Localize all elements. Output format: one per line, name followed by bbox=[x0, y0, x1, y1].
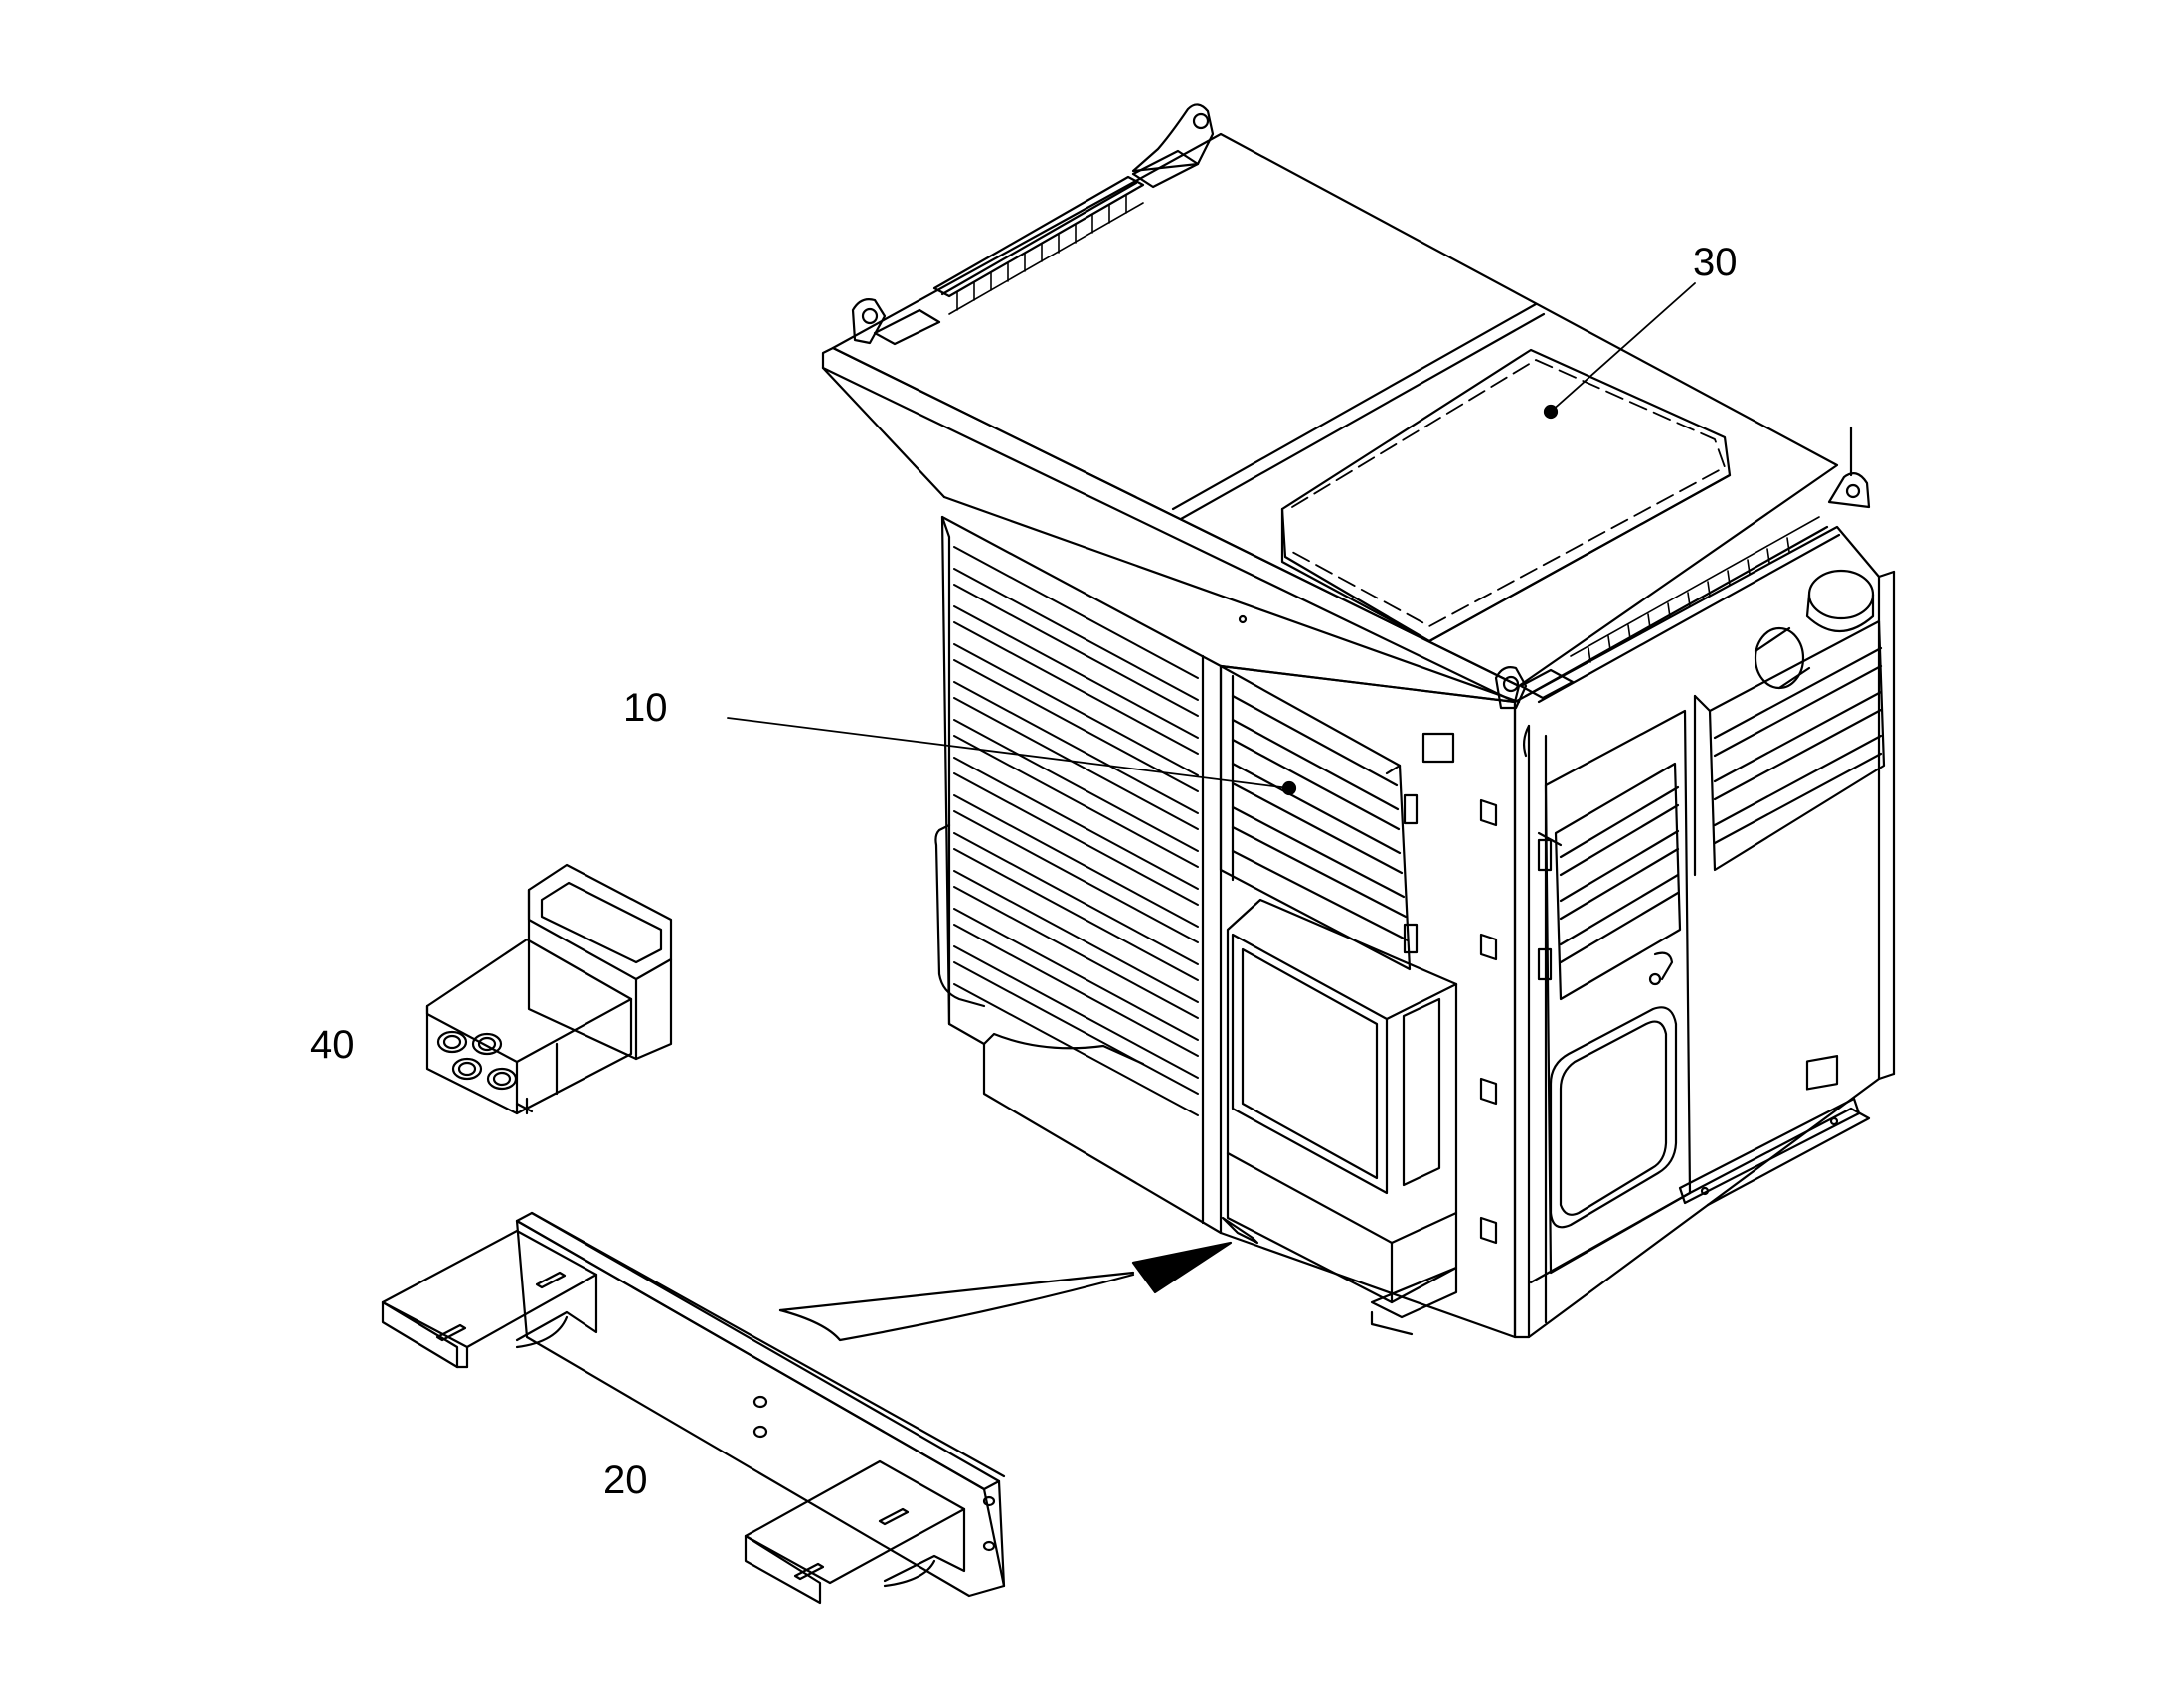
leader-10 bbox=[727, 717, 1290, 789]
hvac-box bbox=[425, 863, 673, 1115]
leader-lines bbox=[727, 282, 1696, 789]
roof-unit bbox=[1280, 348, 1732, 643]
right-louver-right bbox=[1693, 619, 1886, 877]
front-control-box bbox=[1221, 898, 1458, 1336]
door-window bbox=[1549, 1006, 1678, 1229]
side-handrail bbox=[934, 823, 986, 1008]
horn-beacon bbox=[1754, 569, 1875, 690]
front-grille bbox=[1219, 664, 1419, 971]
roof-lifting-rail-right bbox=[1494, 426, 1871, 710]
cab-roof bbox=[831, 132, 1839, 688]
callout-label-30: 30 bbox=[1693, 241, 1738, 284]
callout-label-40: 40 bbox=[310, 1023, 355, 1067]
leader-dot-10 bbox=[1281, 780, 1297, 796]
leader-dot-30 bbox=[1543, 404, 1559, 420]
door-handle bbox=[1653, 951, 1674, 981]
cab-left-side-wall bbox=[940, 515, 1223, 1235]
mounting-plate-bottom bbox=[1678, 1097, 1861, 1205]
leader-30 bbox=[1550, 282, 1696, 413]
cab-right-door bbox=[1544, 709, 1692, 1275]
roof-lifting-rail-left bbox=[851, 103, 1215, 346]
right-louver-left bbox=[1537, 762, 1682, 1001]
callout-label-10: 10 bbox=[623, 686, 668, 730]
ribbed-edge-left bbox=[948, 184, 1144, 315]
louvers-left-wall bbox=[953, 546, 1199, 1116]
cab-assembly bbox=[821, 103, 1896, 1339]
right-wall-switch bbox=[1805, 1055, 1839, 1091]
mounting-bracket bbox=[381, 1211, 1006, 1605]
assembly-arrow bbox=[778, 1241, 1233, 1342]
callout-label-20: 20 bbox=[603, 1458, 648, 1502]
ribbed-edge-right bbox=[1570, 516, 1825, 669]
